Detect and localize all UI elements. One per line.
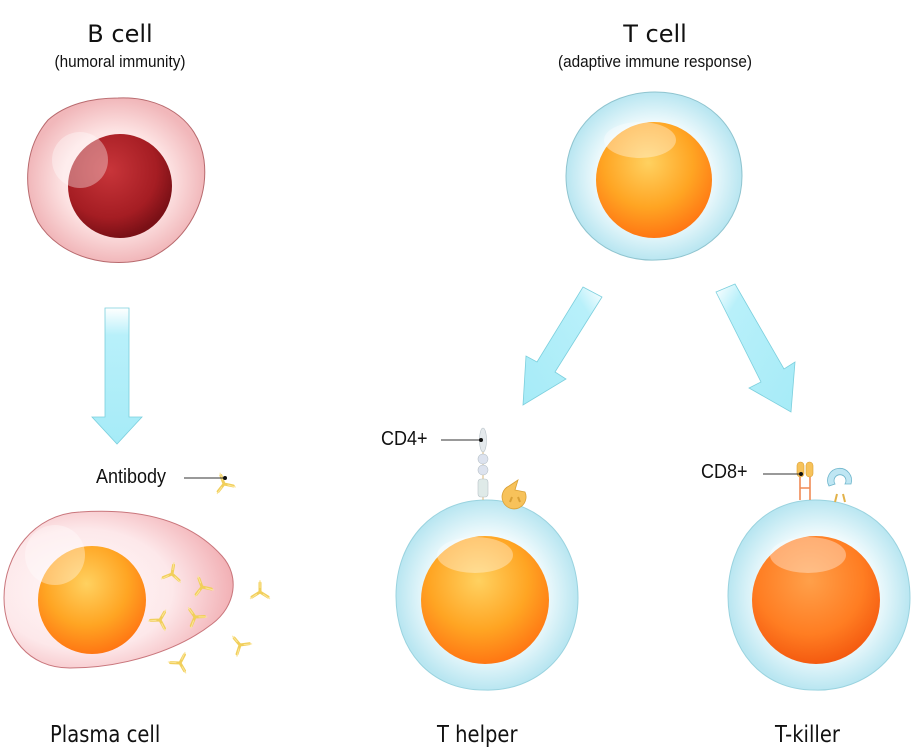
plasma-cell-label: Plasma cell [50,722,161,748]
arrow-b-to-plasma [91,307,143,445]
b-cell [27,97,206,263]
cd4-callout: CD4+ [381,428,428,450]
tcr-receptor-icon [501,479,527,510]
t-helper-nucleus [421,536,549,664]
t-cell [565,91,743,261]
t-killer-cell [727,461,911,691]
t-cell-nucleus [596,122,712,238]
t-helper-cell [395,427,579,691]
cd4-receptor-icon [477,427,489,500]
plasma-cell [3,467,272,680]
b-cell-title: B cell [87,20,153,48]
arrow-t-to-killer [715,283,796,413]
arrow-t-to-helper [522,286,603,406]
t-killer-nucleus [752,536,880,664]
b-cell-nucleus [68,134,172,238]
t-cell-title: T cell [623,20,687,48]
t-helper-label: T helper [437,722,518,748]
cd8-receptor-icon [796,461,814,500]
t-killer-label: T-killer [775,722,840,748]
antibody-callout: Antibody [96,466,167,488]
t-cell-subtitle: (adaptive immune response) [558,52,752,71]
cd8-callout: CD8+ [701,461,748,483]
tcr-receptor-icon [827,467,852,503]
b-cell-subtitle: (humoral immunity) [54,52,186,71]
plasma-cell-nucleus [38,546,146,654]
